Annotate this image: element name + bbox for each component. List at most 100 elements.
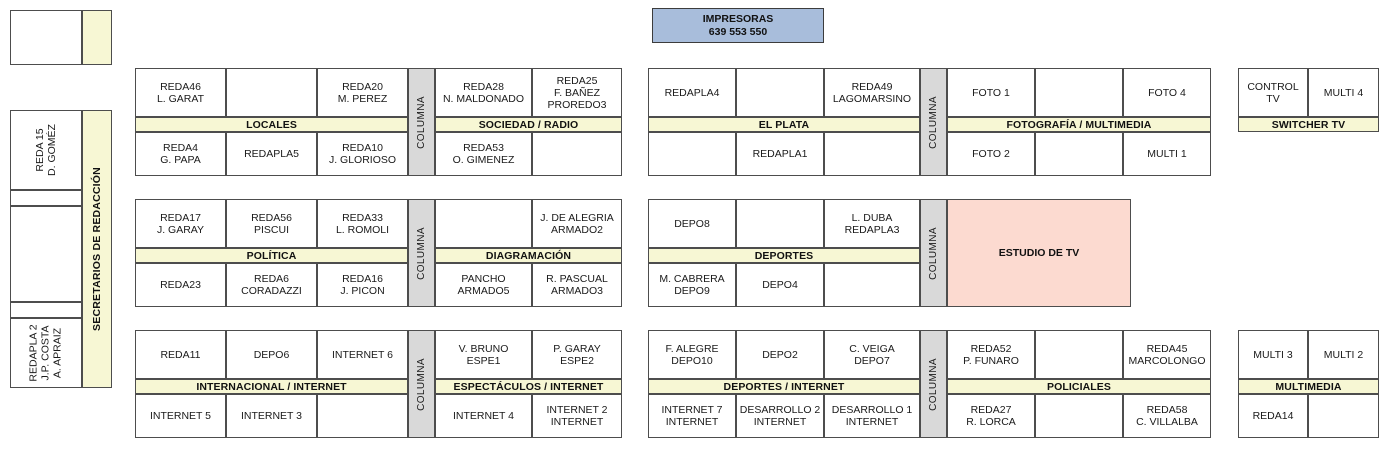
desk-empty-deportes-b3[interactable] bbox=[824, 263, 920, 307]
desk-redapla1[interactable]: REDAPLA1 bbox=[736, 132, 824, 176]
label-policiales: POLICIALES bbox=[947, 379, 1211, 394]
columna-pillar-2: COLUMNA bbox=[920, 68, 947, 176]
desk-empty-foto-t2[interactable] bbox=[1035, 68, 1123, 117]
sidebar-top-box-label bbox=[82, 10, 112, 65]
desk-empty-locales-t2[interactable] bbox=[226, 68, 317, 117]
sidebar-label-secretarios: SECRETARIOS DE REDACCIÓN bbox=[82, 110, 112, 388]
desk-reda6[interactable]: REDA6 CORADAZZI bbox=[226, 263, 317, 307]
desk-reda16[interactable]: REDA16 J. PICON bbox=[317, 263, 408, 307]
columna-pillar-1: COLUMNA bbox=[408, 68, 435, 176]
columna-pillar-4: COLUMNA bbox=[920, 199, 947, 307]
desk-empty-foto-b2[interactable] bbox=[1035, 132, 1123, 176]
label-deportes: DEPORTES bbox=[648, 248, 920, 263]
sidebar-top-box-cell bbox=[10, 10, 82, 65]
desk-pancho[interactable]: PANCHO ARMADO5 bbox=[435, 263, 532, 307]
columna-pillar-6: COLUMNA bbox=[920, 330, 947, 438]
desk-depo6[interactable]: DEPO6 bbox=[226, 330, 317, 379]
sidebar-item-redapla2-line3: A. APRAIZ bbox=[51, 327, 64, 379]
desk-redapla4[interactable]: REDAPLA4 bbox=[648, 68, 736, 117]
desk-f-alegre[interactable]: F. ALEGRE DEPO10 bbox=[648, 330, 736, 379]
columna-pillar-5: COLUMNA bbox=[408, 330, 435, 438]
desk-control-tv[interactable]: CONTROL TV bbox=[1238, 68, 1308, 117]
desk-multi3[interactable]: MULTI 3 bbox=[1238, 330, 1308, 379]
desk-reda14[interactable]: REDA14 bbox=[1238, 394, 1308, 438]
desk-depo2[interactable]: DEPO2 bbox=[736, 330, 824, 379]
desk-multi4[interactable]: MULTI 4 bbox=[1308, 68, 1379, 117]
desk-empty-elplata-t2[interactable] bbox=[736, 68, 824, 117]
desk-empty-elplata-b3[interactable] bbox=[824, 132, 920, 176]
desk-m-cabrera[interactable]: M. CABRERA DEPO9 bbox=[648, 263, 736, 307]
sidebar-item-empty-1[interactable] bbox=[10, 190, 82, 206]
desk-empty-policiales-b2[interactable] bbox=[1035, 394, 1123, 438]
desk-foto1[interactable]: FOTO 1 bbox=[947, 68, 1035, 117]
desk-reda52[interactable]: REDA52 P. FUNARO bbox=[947, 330, 1035, 379]
sidebar-item-redapla2[interactable]: REDAPLA 2 J.P. COSTA A. APRAIZ bbox=[10, 318, 82, 388]
label-locales: LOCALES bbox=[135, 117, 408, 132]
sidebar-item-empty-3[interactable] bbox=[10, 302, 82, 318]
desk-depo4[interactable]: DEPO4 bbox=[736, 263, 824, 307]
desk-foto2[interactable]: FOTO 2 bbox=[947, 132, 1035, 176]
desk-v-bruno[interactable]: V. BRUNO ESPE1 bbox=[435, 330, 532, 379]
desk-reda20[interactable]: REDA20 M. PEREZ bbox=[317, 68, 408, 117]
block-locales-sociedad: REDA46 L. GARAT REDA20 M. PEREZ LOCALES … bbox=[135, 68, 622, 176]
desk-l-duba[interactable]: L. DUBA REDAPLA3 bbox=[824, 199, 920, 248]
desk-internet5[interactable]: INTERNET 5 bbox=[135, 394, 226, 438]
sidebar-label-text: SECRETARIOS DE REDACCIÓN bbox=[91, 167, 103, 331]
desk-redapla5[interactable]: REDAPLA5 bbox=[226, 132, 317, 176]
printers-numbers: 639 553 550 bbox=[708, 25, 768, 38]
sidebar-item-reda15-line2: D. GOMÉZ bbox=[45, 124, 58, 176]
desk-multi1[interactable]: MULTI 1 bbox=[1123, 132, 1211, 176]
desk-reda33[interactable]: REDA33 L. ROMOLI bbox=[317, 199, 408, 248]
desk-desarrollo1[interactable]: DESARROLLO 1 INTERNET bbox=[824, 394, 920, 438]
desk-internet7[interactable]: INTERNET 7 INTERNET bbox=[648, 394, 736, 438]
desk-reda27[interactable]: REDA27 R. LORCA bbox=[947, 394, 1035, 438]
desk-multi2[interactable]: MULTI 2 bbox=[1308, 330, 1379, 379]
sidebar-item-empty-2[interactable] bbox=[10, 206, 82, 302]
desk-empty-policiales-t2[interactable] bbox=[1035, 330, 1123, 379]
desk-internet6[interactable]: INTERNET 6 bbox=[317, 330, 408, 379]
sidebar-secretarios: REDA 15 D. GOMÉZ REDAPLA 2 J.P. COSTA A.… bbox=[10, 110, 112, 388]
desk-p-garay[interactable]: P. GARAY ESPE2 bbox=[532, 330, 622, 379]
desk-reda58[interactable]: REDA58 C. VILLALBA bbox=[1123, 394, 1211, 438]
desk-desarrollo2[interactable]: DESARROLLO 2 INTERNET bbox=[736, 394, 824, 438]
desk-empty-sociedad-b2[interactable] bbox=[532, 132, 622, 176]
desk-depo8[interactable]: DEPO8 bbox=[648, 199, 736, 248]
desk-r-pascual[interactable]: R. PASCUAL ARMADO3 bbox=[532, 263, 622, 307]
desk-reda17[interactable]: REDA17 J. GARAY bbox=[135, 199, 226, 248]
desk-empty-deportes-t2[interactable] bbox=[736, 199, 824, 248]
desk-reda56[interactable]: REDA56 PISCUI bbox=[226, 199, 317, 248]
sidebar-item-reda15-line1: REDA 15 bbox=[33, 128, 46, 172]
desk-reda49[interactable]: REDA49 LAGOMARSINO bbox=[824, 68, 920, 117]
desk-reda10[interactable]: REDA10 J. GLORIOSO bbox=[317, 132, 408, 176]
desk-empty-internacional-b3[interactable] bbox=[317, 394, 408, 438]
label-switcher-tv: SWITCHER TV bbox=[1238, 117, 1379, 132]
block-multimedia: MULTI 3 MULTI 2 MULTIMEDIA REDA14 bbox=[1238, 330, 1379, 438]
desk-internet2[interactable]: INTERNET 2 INTERNET bbox=[532, 394, 622, 438]
desk-c-veiga[interactable]: C. VEIGA DEPO7 bbox=[824, 330, 920, 379]
label-deportes-internet: DEPORTES / INTERNET bbox=[648, 379, 920, 394]
desk-reda45[interactable]: REDA45 MARCOLONGO bbox=[1123, 330, 1211, 379]
desk-reda11[interactable]: REDA11 bbox=[135, 330, 226, 379]
room-estudio-tv[interactable]: ESTUDIO DE TV bbox=[947, 199, 1131, 307]
desk-foto4[interactable]: FOTO 4 bbox=[1123, 68, 1211, 117]
desk-empty-elplata-b1[interactable] bbox=[648, 132, 736, 176]
printers-header: IMPRESORAS 639 553 550 bbox=[652, 8, 824, 43]
desk-empty-multimedia-b2[interactable] bbox=[1308, 394, 1379, 438]
label-fotografia-multimedia: FOTOGRAFÍA / MULTIMEDIA bbox=[947, 117, 1211, 132]
block-politica-diagramacion: REDA17 J. GARAY REDA56 PISCUI REDA33 L. … bbox=[135, 199, 622, 307]
desk-internet3[interactable]: INTERNET 3 bbox=[226, 394, 317, 438]
desk-reda53[interactable]: REDA53 O. GIMENEZ bbox=[435, 132, 532, 176]
sidebar-item-redapla2-line2: J.P. COSTA bbox=[39, 325, 52, 381]
label-diagramacion: DIAGRAMACIÓN bbox=[435, 248, 622, 263]
desk-reda46[interactable]: REDA46 L. GARAT bbox=[135, 68, 226, 117]
desk-reda23[interactable]: REDA23 bbox=[135, 263, 226, 307]
sidebar-item-reda15[interactable]: REDA 15 D. GOMÉZ bbox=[10, 110, 82, 190]
desk-reda25[interactable]: REDA25 F. BAÑEZ PROREDO3 bbox=[532, 68, 622, 117]
desk-reda28[interactable]: REDA28 N. MALDONADO bbox=[435, 68, 532, 117]
desk-empty-diagramacion-t1[interactable] bbox=[435, 199, 532, 248]
desk-de-alegria[interactable]: J. DE ALEGRIA ARMADO2 bbox=[532, 199, 622, 248]
block-switcher-tv: CONTROL TV MULTI 4 SWITCHER TV bbox=[1238, 68, 1379, 132]
desk-internet4[interactable]: INTERNET 4 bbox=[435, 394, 532, 438]
desk-reda4[interactable]: REDA4 G. PAPA bbox=[135, 132, 226, 176]
block-elplata-fotografia: REDAPLA4 REDA49 LAGOMARSINO EL PLATA RED… bbox=[648, 68, 1211, 176]
